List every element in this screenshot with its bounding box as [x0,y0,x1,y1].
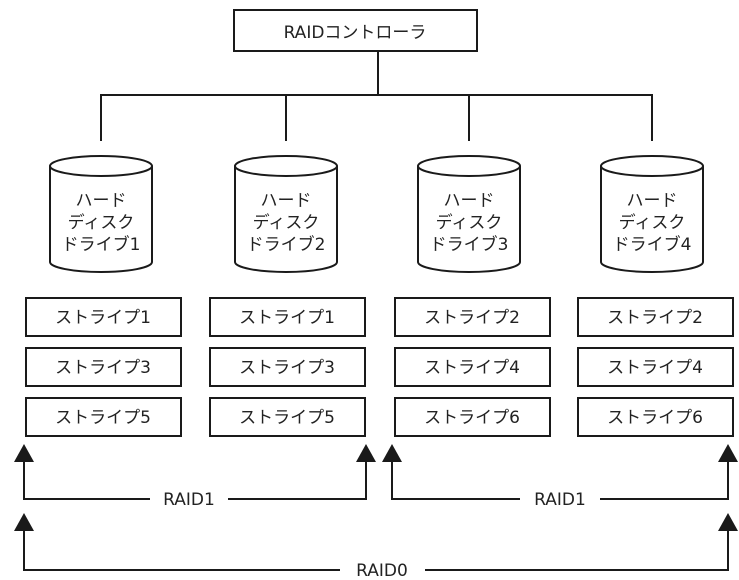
hard-disk-drive-1: ハード ディスク ドライブ1 [49,155,153,273]
stripe-box [577,397,734,437]
disk-cylinder-body [49,166,153,273]
stripe-label: ストライプ2 [424,308,520,328]
stripe-column-drive-3: ストライプ2 ストライプ4 ストライプ6 [394,297,551,437]
raid0-bracket: RAID0 [14,513,738,580]
stripe-box [25,347,182,387]
bracket-line-right [425,531,729,571]
drive-label-line3: ドライブ4 [613,234,692,255]
drive-label-line2: ディスク [68,212,135,233]
stripe-label: ストライプ5 [239,408,335,428]
bracket-line-left [23,531,340,571]
stripe-box [209,397,366,437]
hard-disk-drive-4: ハード ディスク ドライブ4 [600,155,704,273]
raid0-label: RAID0 [356,561,408,580]
drive-label-line2: ディスク [619,212,686,233]
disk-cylinder-body [417,166,521,273]
drive-label-line1: ハード [261,191,312,211]
stripe-box [209,297,366,337]
stripe-column-drive-2: ストライプ1 ストライプ3 ストライプ5 [209,297,366,437]
controller-box [233,9,478,52]
disk-cylinder-body [600,166,704,273]
stripe-box [394,397,551,437]
controller-connectors [100,51,653,141]
bracket-line-left [23,462,150,500]
drive-label-line1: ハード [76,191,127,211]
stripe-label: ストライプ6 [424,408,520,428]
arrow-up-icon [14,444,34,462]
hard-disk-drive-3: ハード ディスク ドライブ3 [417,155,521,273]
drive-label-line2: ディスク [253,212,320,233]
stripe-box [209,347,366,387]
disk-cylinder-top [600,155,704,177]
stripe-box [577,297,734,337]
bracket-line-right [228,462,367,500]
raid1-left-bracket: RAID1 [14,444,376,510]
stripe-label: ストライプ5 [55,408,151,428]
stripe-box [577,347,734,387]
arrow-up-icon [718,444,738,462]
stripe-box [25,297,182,337]
stripe-label: ストライプ3 [239,358,335,378]
controller-label: RAIDコントローラ [284,23,427,43]
drive-label-line3: ドライブ1 [62,234,141,255]
drive-label-line1: ハード [444,191,495,211]
stripe-label: ストライプ6 [607,408,703,428]
drive-label-line2: ディスク [436,212,503,233]
raid1-right-label: RAID1 [534,490,586,510]
disk-cylinder-body [234,166,338,273]
disk-cylinder-top [49,155,153,177]
stripe-column-drive-1: ストライプ1 ストライプ3 ストライプ5 [25,297,182,437]
disk-cylinder-top [234,155,338,177]
drive-label-line1: ハード [627,191,678,211]
drive-label-line3: ドライブ3 [430,234,509,255]
stripe-label: ストライプ3 [55,358,151,378]
stripe-label: ストライプ1 [55,308,151,328]
stripe-box [394,347,551,387]
raid1-right-bracket: RAID1 [382,444,738,510]
stripe-label: ストライプ4 [424,358,520,378]
bracket-line-left [391,462,520,500]
hard-disk-drive-2: ハード ディスク ドライブ2 [234,155,338,273]
drive-label-line3: ドライブ2 [247,234,326,255]
arrow-up-icon [382,444,402,462]
stripe-box [394,297,551,337]
stripe-column-drive-4: ストライプ2 ストライプ4 ストライプ6 [577,297,734,437]
stripe-label: ストライプ1 [239,308,335,328]
disk-cylinder-top [417,155,521,177]
arrow-up-icon [14,513,34,531]
bracket-line-right [600,462,729,500]
stripe-label: ストライプ4 [607,358,703,378]
raid1-left-label: RAID1 [163,490,215,510]
stripe-label: ストライプ2 [607,308,703,328]
arrow-up-icon [718,513,738,531]
stripe-box [25,397,182,437]
arrow-up-icon [356,444,376,462]
raid-controller: RAIDコントローラ [233,9,478,52]
